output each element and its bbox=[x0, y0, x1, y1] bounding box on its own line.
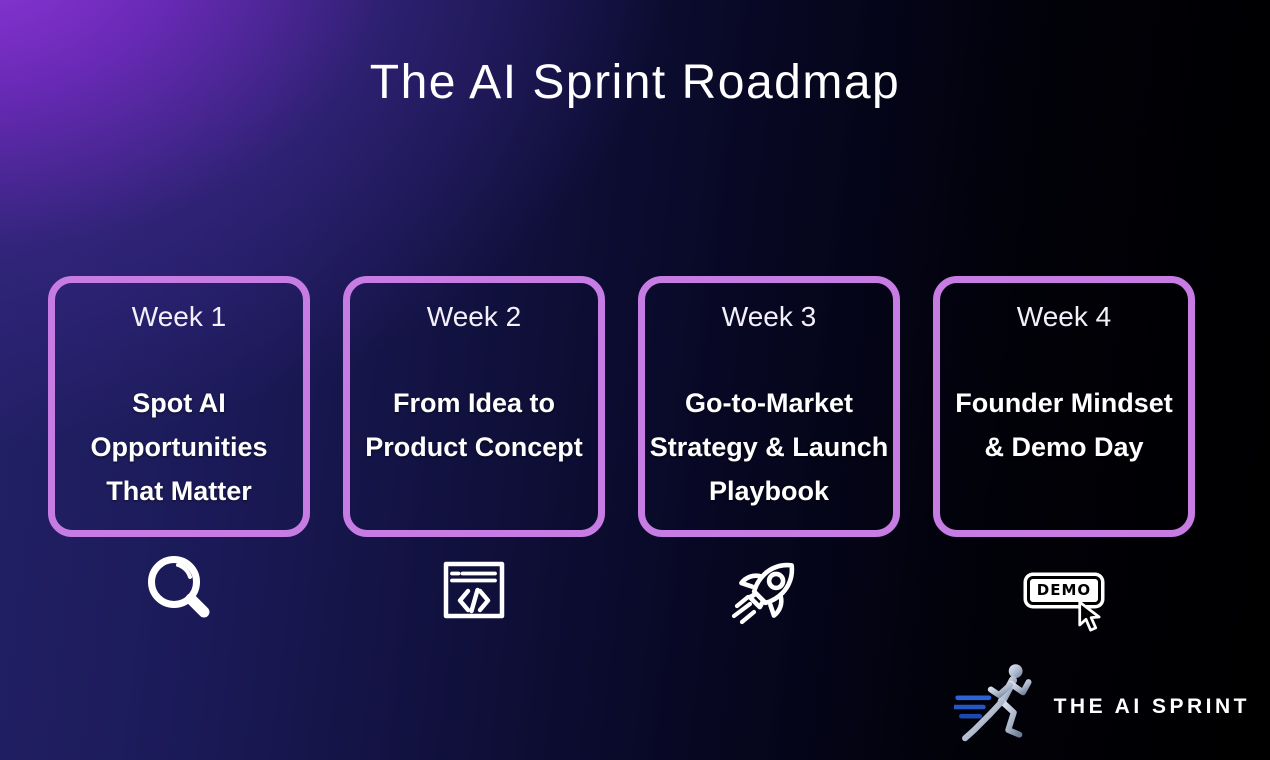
icon-slot-week-4: DEMO bbox=[933, 548, 1195, 632]
week-label: Week 3 bbox=[721, 301, 817, 332]
card-week-4: Week 4 Founder Mindset & Demo Day bbox=[933, 276, 1195, 537]
card-title-line: Opportunities bbox=[90, 432, 268, 462]
card-title: Go-to-Market Strategy & Launch Playbook bbox=[645, 381, 893, 513]
icon-row: DEMO bbox=[48, 548, 1195, 632]
week-label: Week 2 bbox=[426, 301, 522, 332]
icon-slot-week-1 bbox=[48, 548, 310, 632]
card-week-2: Week 2 From Idea to Product Concept bbox=[343, 276, 605, 537]
rocket-icon bbox=[731, 562, 795, 625]
card-title: From Idea to Product Concept bbox=[350, 381, 598, 469]
card-title: Founder Mindset & Demo Day bbox=[940, 381, 1188, 469]
demo-button: DEMO bbox=[1026, 575, 1102, 605]
card-title-line: Go-to-Market bbox=[685, 388, 853, 418]
week-label: Week 1 bbox=[131, 301, 227, 332]
brand-name: THE AI SPRINT bbox=[1053, 695, 1250, 718]
card-title-line: Spot AI bbox=[132, 388, 226, 418]
code-window-icon bbox=[443, 561, 505, 619]
card-title-line: Product Concept bbox=[365, 432, 583, 462]
page-title: The AI Sprint Roadmap bbox=[369, 56, 901, 109]
card-title-line: That Matter bbox=[106, 476, 252, 506]
icon-slot-week-2 bbox=[343, 548, 605, 632]
demo-button-label: DEMO bbox=[1036, 580, 1092, 599]
runner-icon bbox=[953, 664, 1032, 742]
card-title-line: Playbook bbox=[708, 476, 830, 506]
icon-slot-week-3 bbox=[638, 548, 900, 632]
card-title-line: Strategy & Launch bbox=[649, 432, 889, 462]
card-title: Spot AI Opportunities That Matter bbox=[55, 381, 303, 513]
card-week-3: Week 3 Go-to-Market Strategy & Launch Pl… bbox=[638, 276, 900, 537]
demo-button-icon: DEMO bbox=[1026, 575, 1102, 632]
card-week-1: Week 1 Spot AI Opportunities That Matter bbox=[48, 276, 310, 537]
card-title-line: Founder Mindset bbox=[955, 388, 1173, 418]
brand-logo: THE AI SPRINT bbox=[953, 658, 1250, 756]
week-cards: Week 1 Spot AI Opportunities That Matter… bbox=[48, 276, 1195, 537]
cursor-icon bbox=[1078, 600, 1101, 632]
card-title-line: From Idea to bbox=[392, 388, 555, 418]
search-icon bbox=[148, 556, 210, 618]
card-title-line: & Demo Day bbox=[984, 432, 1144, 462]
week-label: Week 4 bbox=[1016, 301, 1112, 332]
